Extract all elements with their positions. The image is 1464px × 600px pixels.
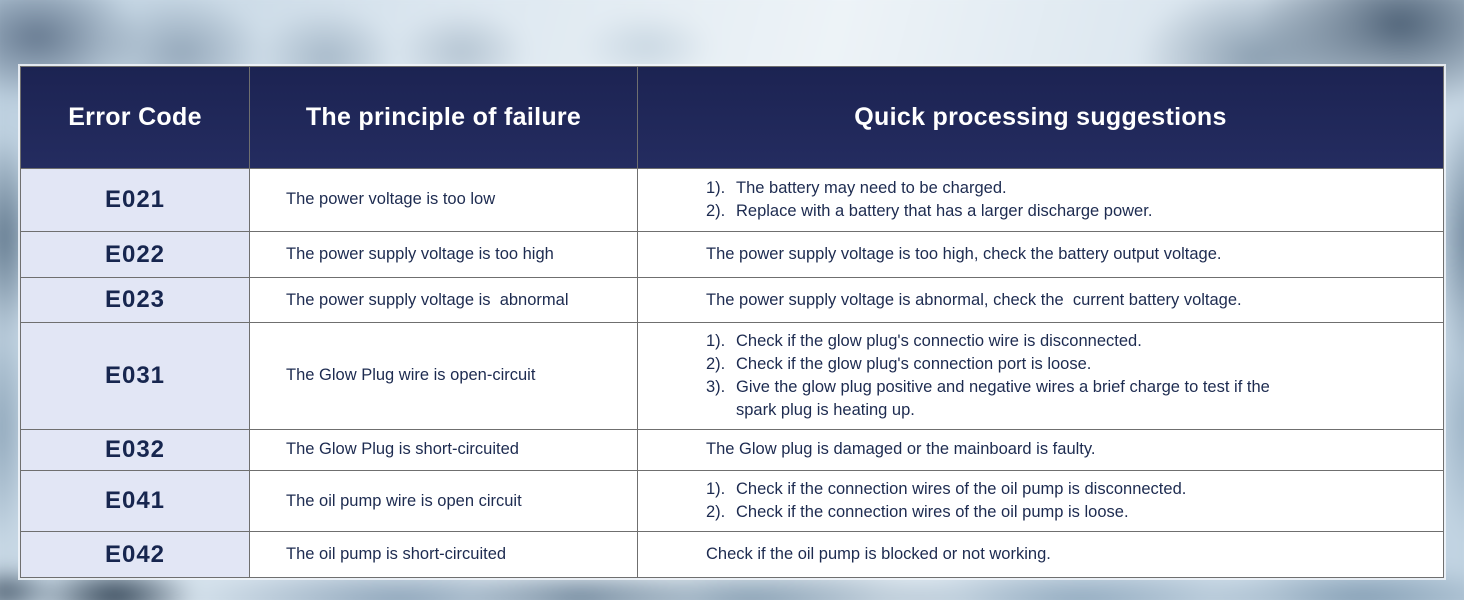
suggestion-text: Check if the glow plug's connection port… (736, 354, 1092, 373)
suggestion-number: 1). (706, 480, 726, 499)
principle-cell: The oil pump is short-circuited (250, 532, 638, 577)
suggestion-text: Replace with a battery that has a larger… (736, 201, 1153, 220)
error-code-table: Error Code The principle of failure Quic… (20, 66, 1444, 578)
principle-cell: The power supply voltage is abnormal (250, 278, 638, 323)
header-suggestions: Quick processing suggestions (638, 67, 1443, 169)
suggestion-text: The battery may need to be charged. (736, 178, 1007, 197)
table-row-e021: E021 The power voltage is too low 1). The… (21, 168, 1443, 233)
suggestions-cell: 1). Check if the glow plug's connectio wi… (638, 322, 1443, 430)
suggestions-cell: 1). The battery may need to be charged. 2… (638, 168, 1443, 233)
error-code-cell: E021 (21, 168, 250, 233)
suggestions-cell: The Glow plug is damaged or the mainboar… (638, 429, 1443, 472)
principle-cell: The power voltage is too low (250, 168, 638, 233)
suggestion-number: 1). (706, 178, 726, 197)
suggestion-text: Check if the glow plug's connectio wire … (736, 331, 1142, 350)
suggestions-cell: The power supply voltage is abnormal, ch… (638, 278, 1443, 323)
suggestion-number: 1). (706, 331, 726, 350)
suggestion-number: 2). (706, 201, 726, 220)
error-code-cell: E023 (21, 278, 250, 323)
suggestion-item: 2). Replace with a battery that has a lar… (706, 200, 1152, 223)
suggestion-text: Check if the connection wires of the oil… (736, 480, 1187, 499)
principle-cell: The power supply voltage is too high (250, 232, 638, 279)
suggestion-text: The Glow plug is damaged or the mainboar… (706, 440, 1096, 459)
suggestion-item: 3). Give the glow plug positive and negat… (706, 376, 1304, 422)
suggestion-item: 1). The battery may need to be charged. (706, 177, 1007, 200)
table-row-e042: E042 The oil pump is short-circuited Che… (21, 532, 1443, 577)
suggestion-item: 2). Check if the connection wires of the … (706, 501, 1129, 524)
suggestion-item: Check if the oil pump is blocked or not … (706, 543, 1051, 566)
error-code-cell: E032 (21, 429, 250, 472)
suggestions-cell: 1). Check if the connection wires of the … (638, 471, 1443, 533)
principle-cell: The Glow Plug is short-circuited (250, 429, 638, 472)
suggestion-text: Check if the oil pump is blocked or not … (706, 545, 1051, 564)
principle-cell: The oil pump wire is open circuit (250, 471, 638, 533)
table-row-e031: E031 The Glow Plug wire is open-circuit … (21, 322, 1443, 430)
error-code-cell: E041 (21, 471, 250, 533)
suggestion-text: Check if the connection wires of the oil… (736, 503, 1129, 522)
suggestion-text: The power supply voltage is too high, ch… (706, 245, 1222, 264)
error-code-cell: E031 (21, 322, 250, 430)
suggestion-item: The power supply voltage is too high, ch… (706, 243, 1221, 266)
suggestion-item: The power supply voltage is abnormal, ch… (706, 289, 1242, 312)
suggestion-item: 1). Check if the connection wires of the … (706, 478, 1186, 501)
suggestion-item: 2). Check if the glow plug's connection p… (706, 353, 1091, 376)
table-row-e041: E041 The oil pump wire is open circuit 1… (21, 471, 1443, 533)
principle-cell: The Glow Plug wire is open-circuit (250, 322, 638, 430)
suggestion-number: 2). (706, 503, 726, 522)
table-row-e032: E032 The Glow Plug is short-circuited Th… (21, 429, 1443, 472)
suggestion-text: Give the glow plug positive and negative… (736, 377, 1275, 419)
header-error-code: Error Code (21, 67, 250, 169)
error-code-cell: E042 (21, 532, 250, 577)
suggestions-cell: The power supply voltage is too high, ch… (638, 232, 1443, 279)
suggestion-number: 2). (706, 354, 726, 373)
error-code-cell: E022 (21, 232, 250, 279)
table-row-e022: E022 The power supply voltage is too hig… (21, 232, 1443, 279)
table-row-e023: E023 The power supply voltage is abnorma… (21, 278, 1443, 323)
suggestion-number: 3). (706, 377, 726, 396)
suggestions-cell: Check if the oil pump is blocked or not … (638, 532, 1443, 577)
suggestion-text: The power supply voltage is abnormal, ch… (706, 290, 1242, 309)
table-header-row: Error Code The principle of failure Quic… (21, 67, 1443, 169)
header-principle: The principle of failure (250, 67, 638, 169)
suggestion-item: 1). Check if the glow plug's connectio wi… (706, 330, 1142, 353)
suggestion-item: The Glow plug is damaged or the mainboar… (706, 438, 1095, 461)
